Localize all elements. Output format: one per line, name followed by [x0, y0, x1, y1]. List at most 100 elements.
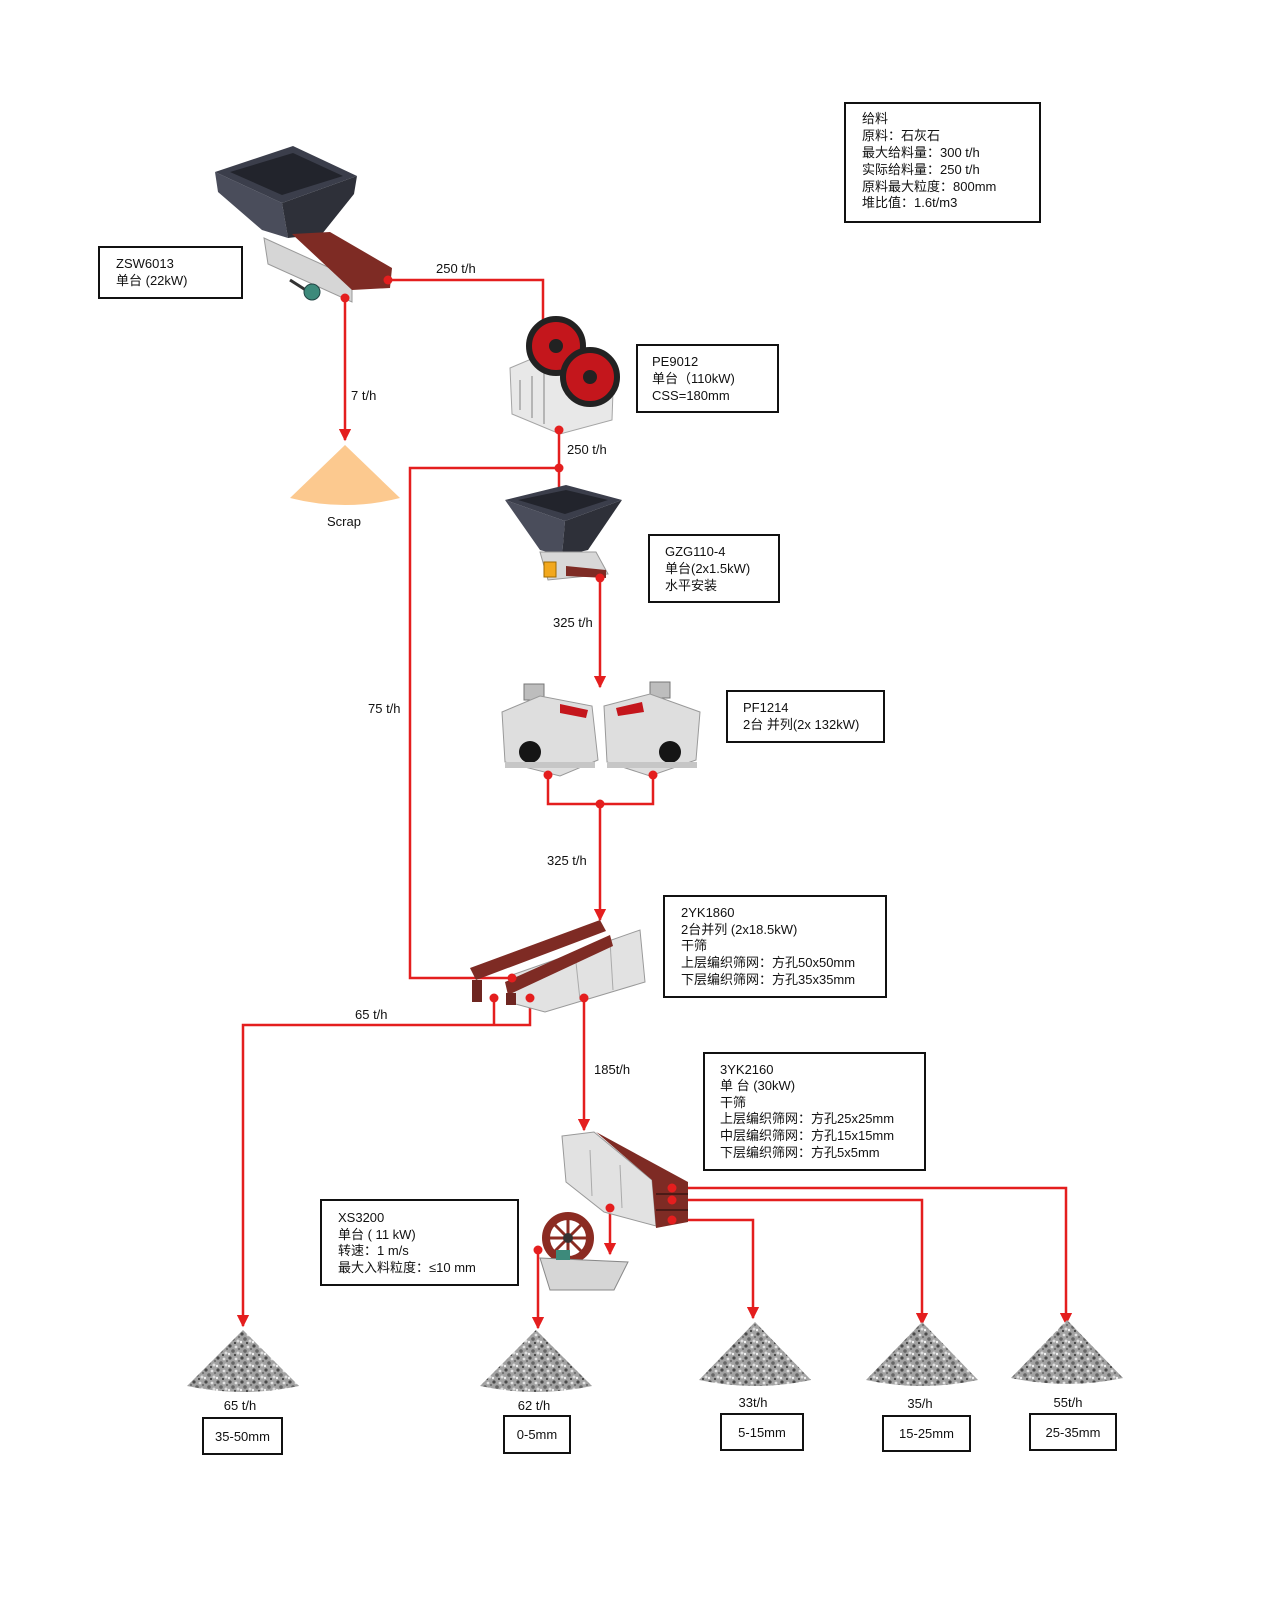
flow-label-screen1-to-screen2: 185t/h: [594, 1062, 630, 1077]
sand-washer-max-size: 最大入料粒度：≤10 mm: [338, 1260, 476, 1275]
feeder-motor: [303, 283, 321, 301]
flow-label-feeder-to-jaw: 250 t/h: [436, 261, 476, 276]
screen1-bracket: [472, 980, 482, 1002]
feed-info-bulk-density: 堆比值：1.6t/m3: [862, 195, 957, 210]
jaw-crusher-info-box: PE9012 单台（110kW) CSS=180mm: [636, 344, 779, 413]
sand-washer-graphic: [539, 1212, 629, 1291]
flow-label-recirculation: 75 t/h: [368, 701, 401, 716]
junction-dot: [595, 799, 605, 809]
hopper2-left-face: [505, 500, 565, 556]
feed-info-max-feed: 最大给料量：300 t/h: [862, 145, 980, 160]
impact-crusher-left: [501, 683, 599, 777]
screen1-type: 干筛: [681, 938, 707, 953]
product-pile-cone: [187, 1330, 299, 1392]
vibrating-feeder-info-box: ZSW6013 单台 (22kW): [98, 246, 243, 299]
junction-dot: [648, 770, 658, 780]
belt-feeder-model: GZG110-4: [665, 544, 725, 559]
screen1-upper-deck: 上层编织筛网：方孔50x50mm: [681, 955, 855, 970]
hopper2-right-face: [562, 500, 622, 556]
screen2-panel-seam: [619, 1164, 623, 1209]
flow-screen1-oversize: [236, 998, 532, 1328]
screen1-rail-back: [470, 920, 606, 980]
junction-dot: [554, 463, 564, 473]
flow-recirculation: [408, 466, 559, 980]
flow-screen2-bottom-deck: [672, 1218, 760, 1320]
screen1-bracket: [506, 993, 516, 1005]
sand-washer-speed: 转速：1 m/s: [338, 1243, 409, 1258]
screen2-type: 干筛: [720, 1095, 746, 1110]
impact-left-base: [505, 762, 595, 768]
vibrating-feeder-spec: 单台 (22kW): [116, 273, 188, 288]
product-size: 0-5mm: [517, 1427, 557, 1442]
screen-1-graphic: [470, 920, 646, 1013]
belt-feeder-info-box: GZG110-4 单台(2x1.5kW) 水平安装: [648, 534, 780, 603]
product-pile-5: 55t/h 25-35mm: [1011, 1320, 1123, 1451]
flow-label-impact-to-screen: 325 t/h: [547, 853, 587, 868]
scrap-pile-cone: [290, 445, 400, 505]
junction-dot: [667, 1195, 677, 1205]
washer-tank: [539, 1257, 629, 1291]
junction-dot: [340, 293, 350, 303]
screen-1-info-box: 2YK1860 2台并列 (2x18.5kW) 干筛 上层编织筛网：方孔50x5…: [663, 895, 887, 998]
junction-dot: [605, 1203, 615, 1213]
product-pile-cone: [699, 1322, 811, 1386]
impact-left-rotor: [519, 741, 541, 763]
feed-info-title: 给料: [862, 111, 888, 126]
hopper-right-face: [282, 176, 357, 238]
flow-label-feeder2-to-impact: 325 t/h: [553, 615, 593, 630]
product-pile-2: 62 t/h 0-5mm: [480, 1330, 592, 1454]
screen2-model: 3YK2160: [720, 1062, 774, 1077]
feeder2-motor: [543, 561, 557, 578]
feeder-side-plate: [263, 237, 353, 303]
product-pile-cone: [1011, 1320, 1123, 1384]
product-rate: 55t/h: [1054, 1395, 1083, 1410]
feed-info-material: 原料：石灰石: [862, 128, 940, 143]
sand-washer-info-box: XS3200 单台 ( 11 kW) 转速：1 m/s 最大入料粒度：≤10 m…: [320, 1199, 519, 1286]
junction-dot: [579, 993, 589, 1003]
product-size: 35-50mm: [215, 1429, 270, 1444]
product-rate: 33t/h: [739, 1395, 768, 1410]
hopper-opening: [230, 153, 343, 195]
product-pile-cone: [480, 1330, 592, 1392]
scrap-pile: Scrap: [290, 445, 400, 529]
junction-dot: [525, 993, 535, 1003]
flow-screen2-top-deck: [672, 1186, 1073, 1326]
screen1-model: 2YK1860: [681, 905, 735, 920]
flow-label-jaw-out: 250 t/h: [567, 442, 607, 457]
vibrating-feeder-model: ZSW6013: [116, 256, 174, 271]
jaw-crusher-model: PE9012: [652, 354, 698, 369]
product-pile-4: 35/h 15-25mm: [866, 1322, 978, 1452]
product-rate: 65 t/h: [224, 1398, 257, 1413]
washer-hub: [563, 1233, 573, 1243]
impact-crusher-right: [603, 681, 701, 777]
jaw-crusher-css: CSS=180mm: [652, 388, 730, 403]
screen2-lower-deck: 下层编织筛网：方孔5x5mm: [720, 1145, 880, 1160]
junction-dot: [595, 573, 605, 583]
impact-right-inlet: [616, 702, 644, 716]
product-pile-1: 65 t/h 35-50mm: [187, 1330, 299, 1455]
screen1-spec: 2台并列 (2x18.5kW): [681, 922, 797, 937]
vibrating-feeder-graphic: [215, 146, 392, 303]
screen-2-graphic: [561, 1131, 688, 1228]
product-pile-3: 33t/h 5-15mm: [699, 1322, 811, 1451]
sand-washer-spec: 单台 ( 11 kW): [338, 1227, 416, 1242]
product-size: 25-35mm: [1046, 1425, 1101, 1440]
impact-left-inlet: [560, 704, 588, 718]
feeder2-pan: [566, 566, 606, 578]
jaw-flywheel-back-hub: [549, 339, 563, 353]
belt-feeder-spec: 单台(2x1.5kW): [665, 561, 750, 576]
junction-dot: [554, 425, 564, 435]
impact-right-base: [607, 762, 697, 768]
feeder-pan: [292, 232, 392, 290]
screen2-middle-deck: 中层编织筛网：方孔15x15mm: [720, 1128, 894, 1143]
feed-info-actual-feed: 实际给料量：250 t/h: [862, 162, 980, 177]
junction-dot: [489, 993, 499, 1003]
product-size: 15-25mm: [899, 1426, 954, 1441]
junction-dot: [667, 1215, 677, 1225]
junction-dot: [383, 275, 393, 285]
impact-crusher-info-box: PF1214 2台 并列(2x 132kW): [726, 690, 885, 743]
sand-washer-model: XS3200: [338, 1210, 384, 1225]
screen2-panel-seam: [589, 1149, 593, 1197]
screen-2-info-box: 3YK2160 单 台 (30kW) 干筛 上层编织筛网：方孔25x25mm 中…: [703, 1052, 926, 1171]
